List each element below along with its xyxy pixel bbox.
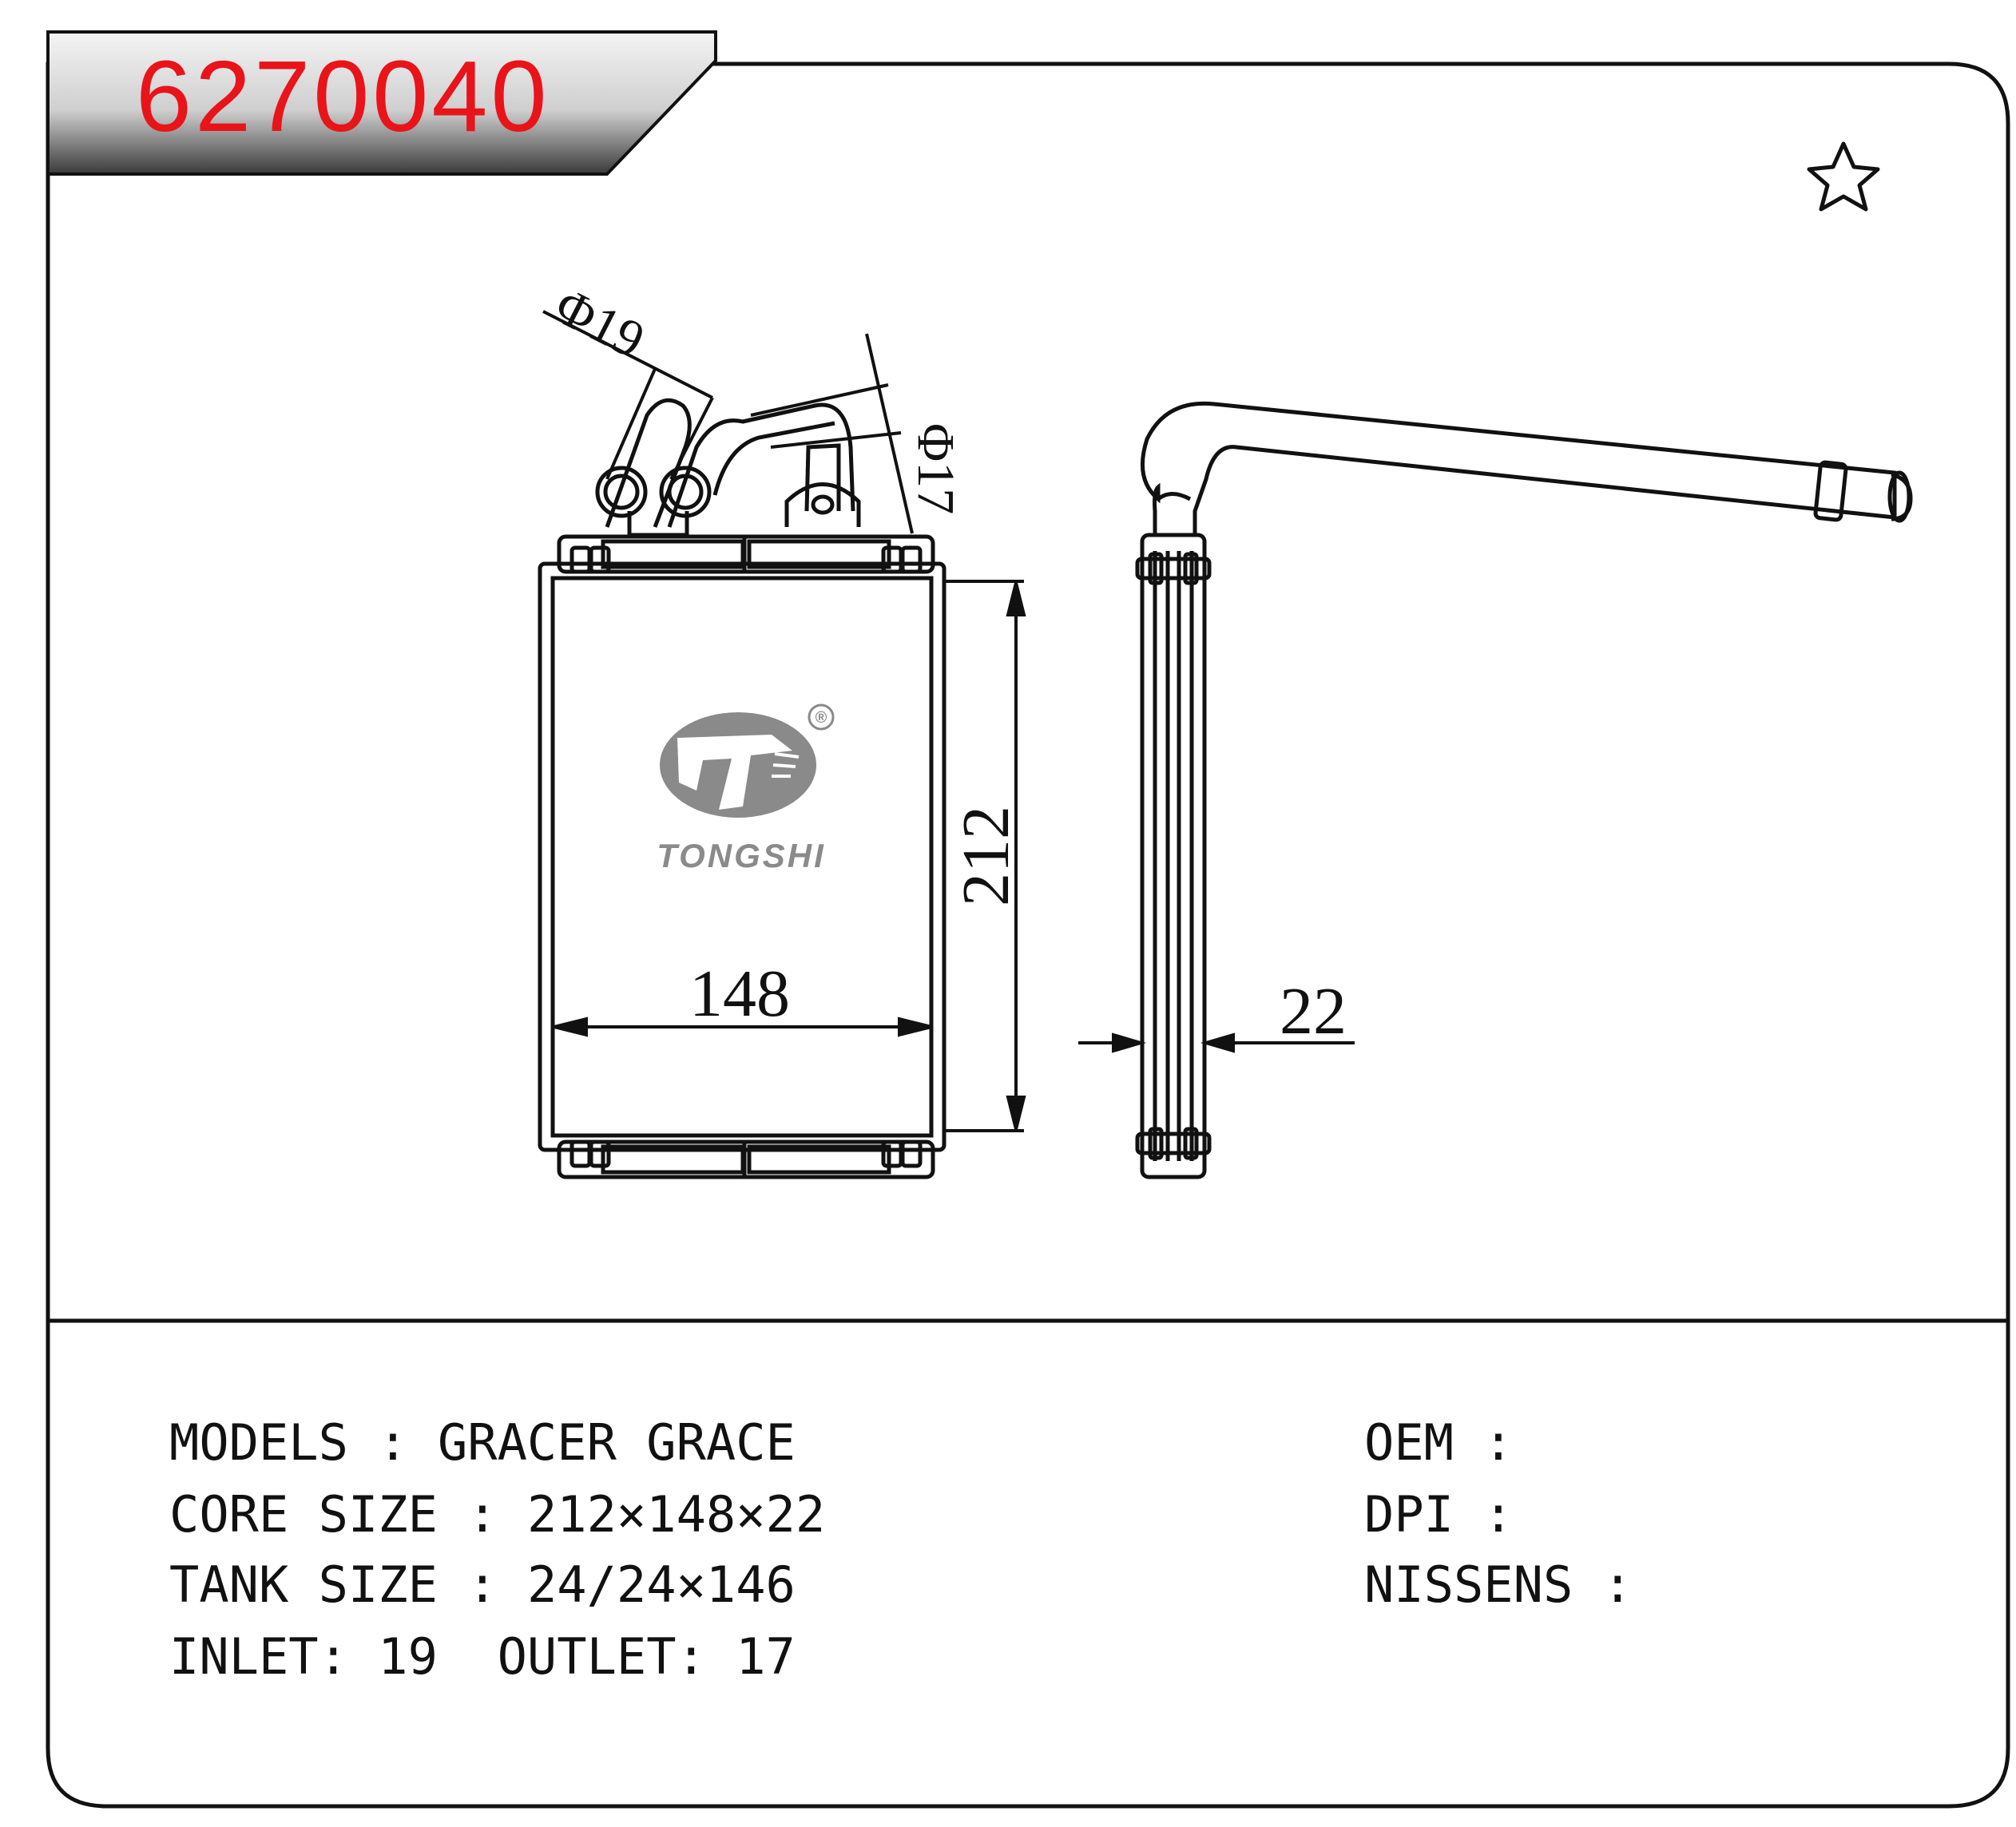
sheet-frame [46,61,2010,1809]
side-view [1135,401,1913,1179]
models-label: MODELS [169,1413,348,1472]
inlet-diameter-dimension [542,310,714,480]
registered-mark: ® [816,709,827,727]
inlet-outlet-row: INLET: 19 OUTLET: 17 [169,1627,796,1686]
star-outline-icon[interactable] [1807,141,1880,212]
inlet-diameter-label: Φ19 [546,276,653,370]
tongshi-brand-name: TONGSHI [657,837,826,874]
core-size-value: 212×148×22 [526,1485,826,1544]
tank-size-value: 24/24×146 [526,1556,796,1614]
dpi-label: DPI [1364,1485,1454,1544]
height-label: 212 [949,806,1023,906]
nissens-label: NISSENS [1364,1556,1574,1614]
outlet-label: OUTLET [497,1627,677,1686]
outlet-value: 17 [736,1627,796,1686]
core-size-label: CORE SIZE [169,1485,438,1544]
models-row: MODELS : GRACER GRACE [169,1413,796,1472]
inlet-value: 19 [378,1627,438,1686]
tongshi-logo: ® TONGSHI [657,703,835,874]
oem-label: OEM [1364,1413,1454,1472]
height-dimension [944,580,1026,1132]
models-value: GRACER GRACE [437,1413,796,1472]
registered-mark-icon [808,703,835,731]
tank-size-row: TANK SIZE : 24/24×146 [169,1556,796,1614]
core-size-row: CORE SIZE : 212×148×22 [169,1485,826,1544]
outlet-diameter-label: Φ17 [907,423,965,514]
part-number-tab [46,30,717,176]
tank-size-label: TANK SIZE [169,1556,438,1614]
inlet-label: INLET [169,1627,319,1686]
oem-row: OEM : [1364,1413,1543,1472]
width-dimension [554,1017,932,1037]
inlet-outlet-pipes [595,398,861,537]
width-label: 148 [689,957,790,1031]
front-view [538,398,946,1179]
outlet-diameter-dimension [750,333,914,534]
thickness-label: 22 [1280,974,1347,1048]
part-number: 6270040 [136,40,550,153]
thickness-dimension [1078,1032,1355,1053]
dpi-row: DPI : [1364,1485,1543,1544]
nissens-row: NISSENS : [1364,1556,1663,1614]
